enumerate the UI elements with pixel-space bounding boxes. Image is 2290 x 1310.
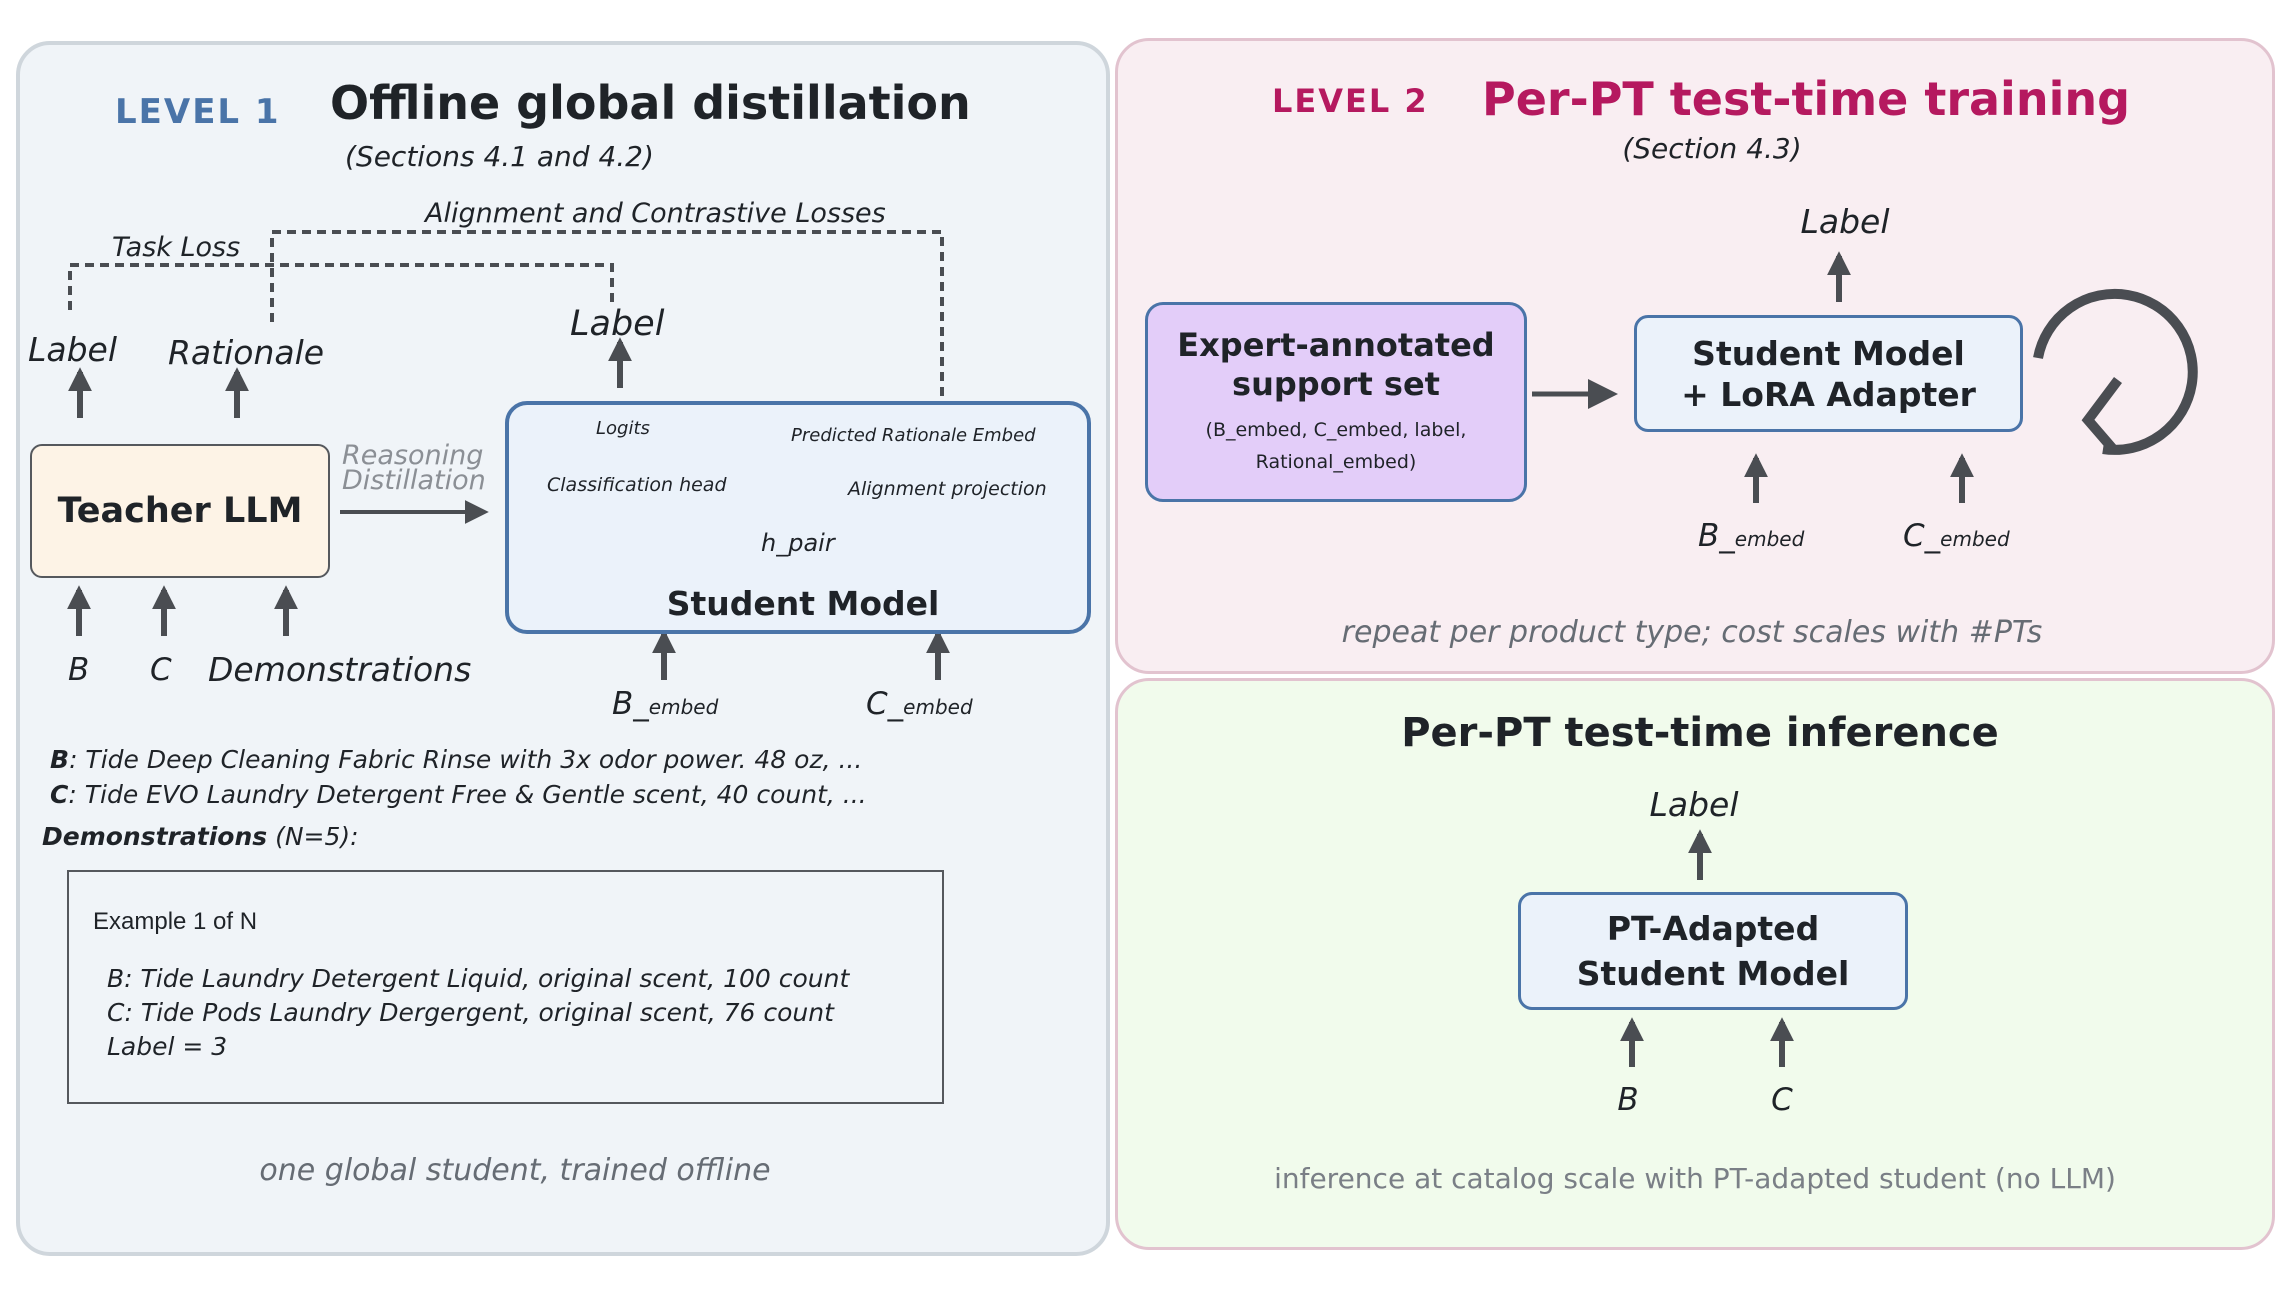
- lora-student-line-2: + LoRA Adapter: [1681, 374, 1976, 414]
- teacher-llm-label: Teacher LLM: [57, 491, 303, 531]
- l2-input-c-embed-label: C_embed: [1903, 518, 2010, 554]
- input-b-embed-label: B_embed: [612, 686, 718, 722]
- input-c-embed-label: C_embed: [866, 686, 973, 722]
- alignment-projection-label: Alignment projection: [848, 478, 1047, 500]
- input-c-label: C: [150, 652, 172, 688]
- demonstrations-count: (N=5):: [267, 822, 359, 851]
- lora-student-line-1: Student Model: [1692, 333, 1965, 373]
- level1-sections: (Sections 4.1 and 4.2): [345, 140, 654, 173]
- c-embed-main: C_: [866, 686, 904, 722]
- level2-section: (Section 4.3): [1622, 132, 1802, 165]
- support-set-box: Expert-annotated support set (B_embed, C…: [1145, 302, 1527, 502]
- b-description-text: : Tide Deep Cleaning Fabric Rinse with 3…: [69, 745, 863, 774]
- l2-input-b-embed-label: B_embed: [1698, 518, 1804, 554]
- inference-input-b: B: [1617, 1082, 1639, 1118]
- distillation-label: Distillation: [342, 465, 486, 496]
- example-lines: B: Tide Laundry Detergent Liquid, origin…: [107, 962, 849, 1064]
- teacher-llm-box: Teacher LLM: [30, 444, 330, 578]
- l2-c-embed-main: C_: [1903, 518, 1941, 554]
- classification-head-label: Classification head: [547, 474, 727, 496]
- support-title-line-1: Expert-annotated: [1177, 326, 1495, 364]
- demonstrations-heading: Demonstrations (N=5):: [42, 822, 359, 851]
- teacher-label-output: Label: [28, 330, 118, 369]
- l2-b-embed-sub: embed: [1734, 527, 1805, 551]
- level2-title: Per-PT test-time training: [1482, 72, 2131, 126]
- alignment-loss-connector: [270, 230, 944, 424]
- logits-label: Logits: [596, 418, 650, 439]
- task-loss-label: Task Loss: [112, 232, 241, 263]
- level2-footer: repeat per product type; cost scales wit…: [1341, 615, 2043, 650]
- b-description: B: Tide Deep Cleaning Fabric Rinse with …: [50, 745, 862, 774]
- inference-input-c: C: [1771, 1082, 1793, 1118]
- lora-student-box: Student Model + LoRA Adapter: [1634, 315, 2023, 432]
- pt-adapted-line-1: PT-Adapted: [1606, 909, 1820, 948]
- b-embed-sub: embed: [648, 695, 719, 719]
- l2-c-embed-sub: embed: [1940, 527, 2010, 551]
- task-loss-connector: [68, 263, 614, 310]
- pt-adapted-model-box: PT-Adapted Student Model: [1518, 892, 1908, 1010]
- input-demonstrations-label: Demonstrations: [208, 650, 472, 689]
- inference-footer: inference at catalog scale with PT-adapt…: [1274, 1162, 2116, 1195]
- reasoning-label: Reasoning: [342, 440, 484, 471]
- lora-student-label: Student Model + LoRA Adapter: [1681, 333, 1976, 415]
- student-label-output: Label: [570, 304, 665, 344]
- predicted-rationale-label: Predicted Rationale Embed: [791, 425, 1036, 446]
- support-set-title: Expert-annotated support set: [1177, 326, 1494, 404]
- inference-title: Per-PT test-time inference: [1401, 710, 1999, 756]
- inference-label-output: Label: [1649, 785, 1739, 824]
- level1-footer: one global student, trained offline: [259, 1153, 771, 1188]
- level2-tag: LEVEL 2: [1272, 82, 1429, 120]
- loop-icon: [2033, 288, 2198, 455]
- example-box: Example 1 of N B: Tide Laundry Detergent…: [67, 870, 944, 1104]
- l2-b-embed-main: B_: [1698, 518, 1735, 554]
- reasoning-distillation-label: Reasoning Distillation: [342, 440, 486, 496]
- input-b-label: B: [68, 652, 90, 688]
- teacher-rationale-output: Rationale: [168, 333, 325, 372]
- alignment-loss-label: Alignment and Contrastive Losses: [425, 198, 886, 229]
- pt-adapted-line-2: Student Model: [1576, 954, 1850, 993]
- c-description-key: C: [50, 780, 69, 809]
- example-line-label: Label = 3: [107, 1032, 228, 1061]
- example-line-b: B: Tide Laundry Detergent Liquid, origin…: [107, 964, 850, 993]
- example-line-c: C: Tide Pods Laundry Dergergent, origina…: [107, 998, 834, 1027]
- student-model-label: Student Model: [666, 584, 940, 623]
- c-description-text: : Tide EVO Laundry Detergent Free & Gent…: [68, 780, 867, 809]
- support-detail-line-1: (B_embed, C_embed, label,: [1205, 419, 1467, 441]
- b-description-key: B: [50, 745, 70, 774]
- pt-adapted-model-label: PT-Adapted Student Model: [1577, 906, 1850, 996]
- level2-label-output: Label: [1800, 202, 1890, 241]
- example-title: Example 1 of N: [93, 908, 258, 935]
- student-model-box: [505, 401, 1091, 634]
- level1-tag: LEVEL 1: [115, 92, 281, 132]
- support-detail-line-2: Rational_embed): [1255, 451, 1417, 473]
- h-pair-label: h_pair: [761, 529, 835, 557]
- c-embed-sub: embed: [903, 695, 973, 719]
- level1-title: Offline global distillation: [330, 76, 971, 130]
- c-description: C: Tide EVO Laundry Detergent Free & Gen…: [50, 780, 867, 809]
- support-set-detail: (B_embed, C_embed, label, Rational_embed…: [1206, 414, 1467, 478]
- demonstrations-key: Demonstrations: [42, 822, 268, 851]
- b-embed-main: B_: [612, 686, 649, 722]
- support-title-line-2: support set: [1232, 365, 1440, 403]
